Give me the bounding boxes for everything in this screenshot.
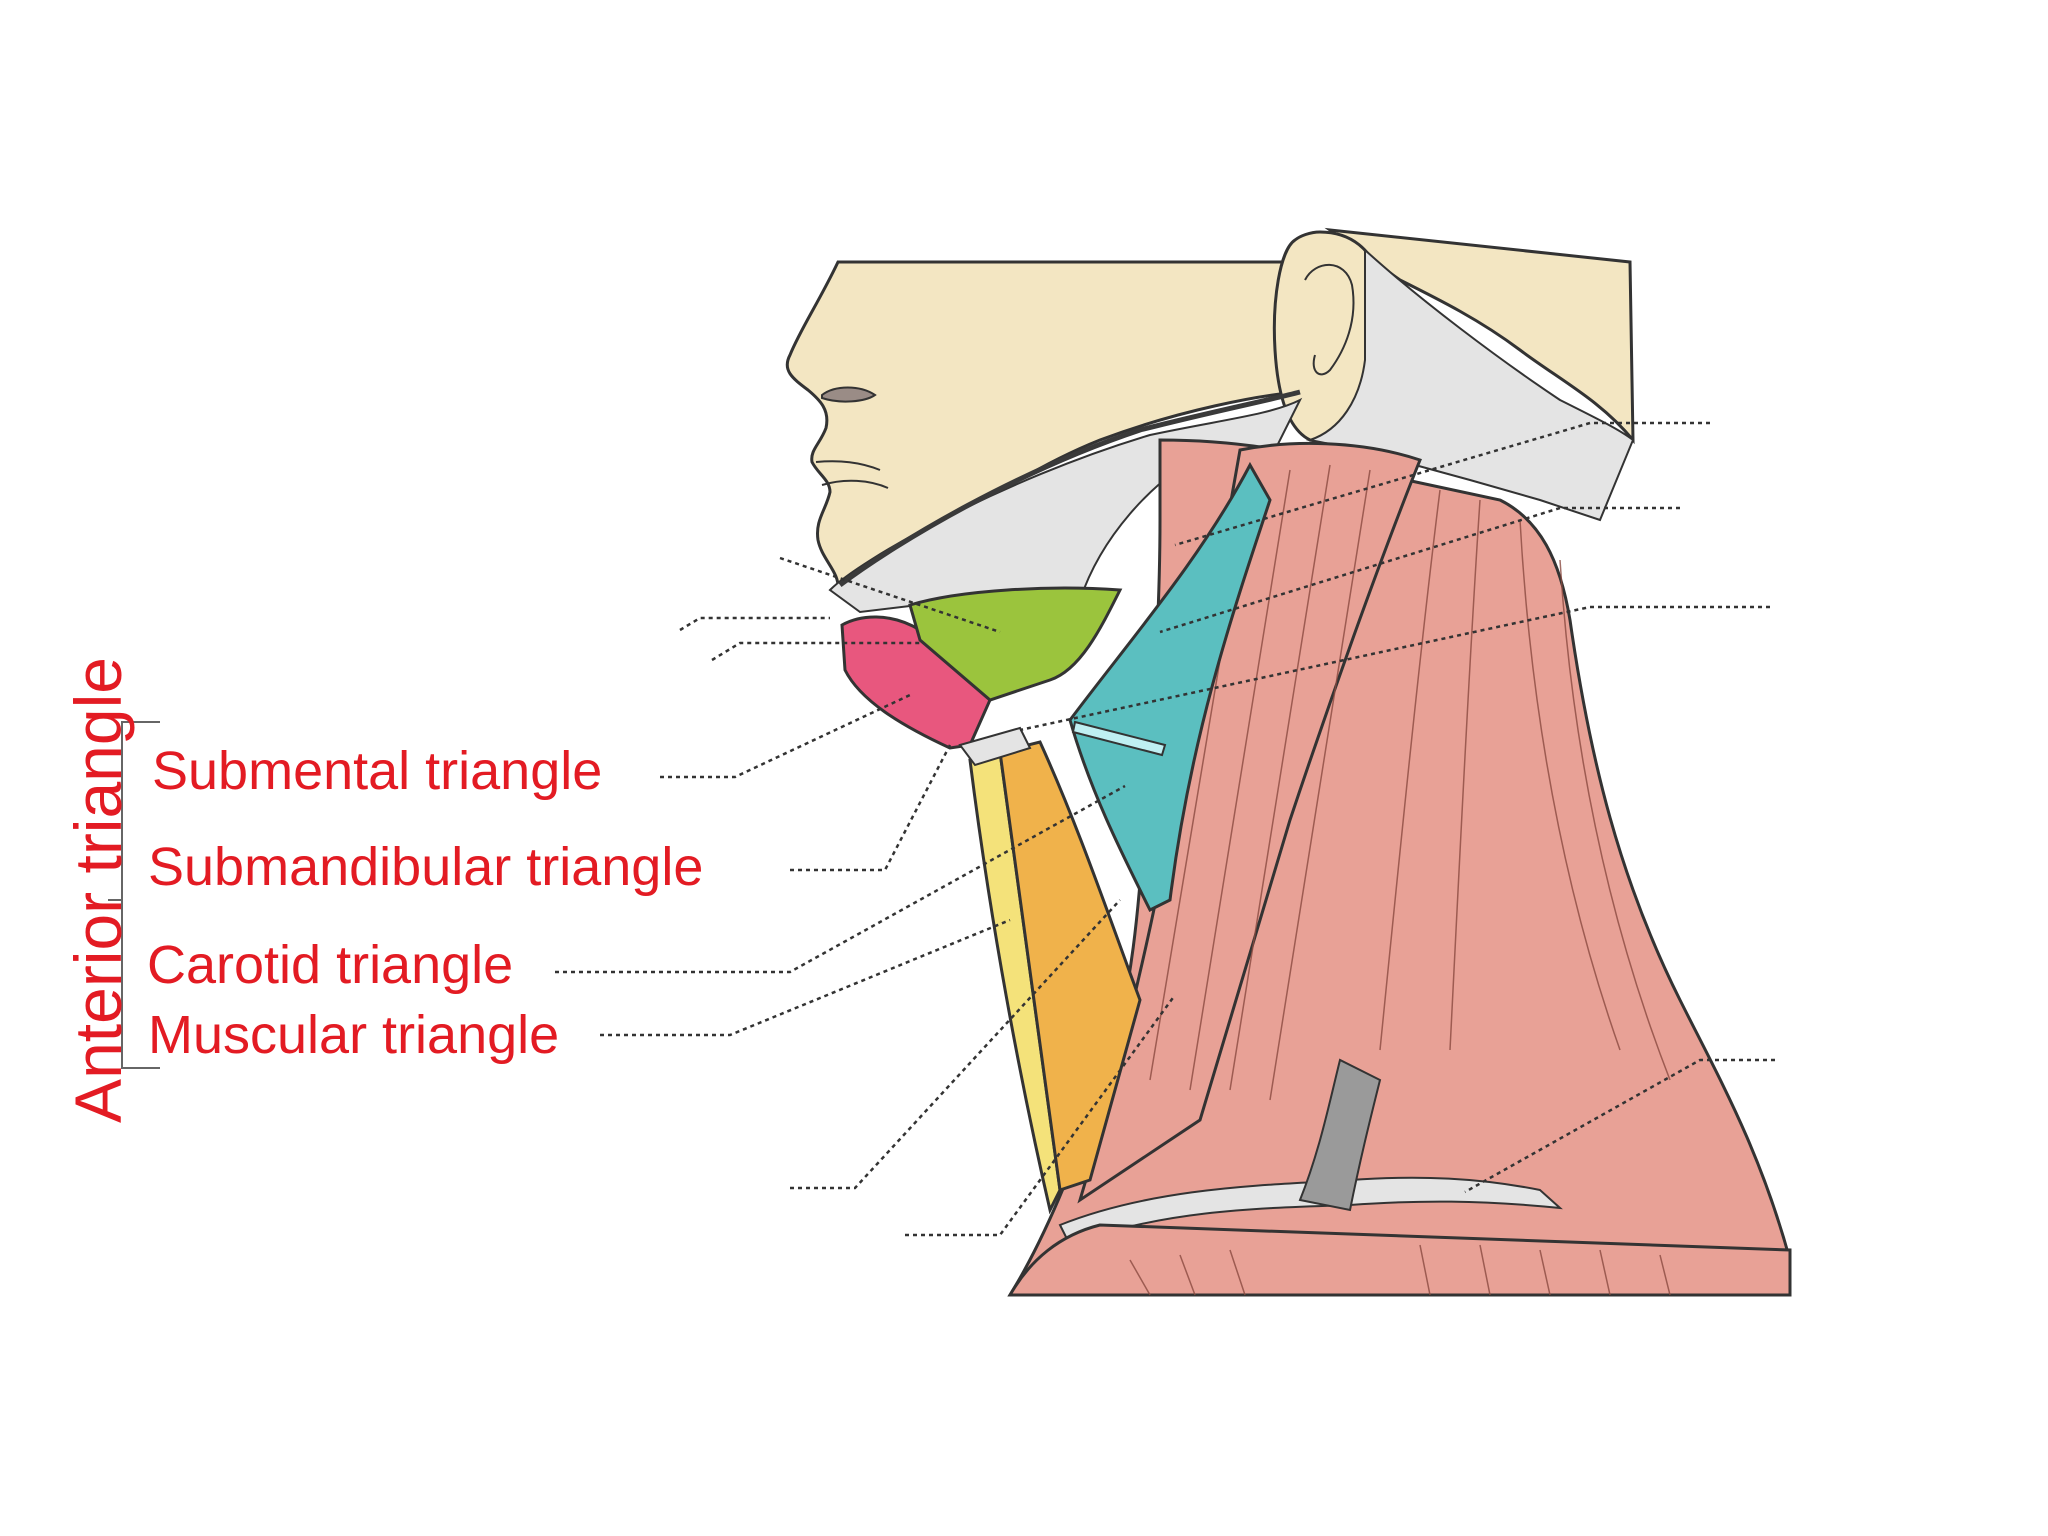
muscle-fibers: [1129, 464, 1671, 1296]
leader-muscular: [600, 918, 1011, 1037]
neck-muscles: [1007, 438, 1792, 1297]
hyoid-bone: [1071, 720, 1167, 757]
submandibular-triangle-label: Submandibular triangle: [148, 837, 704, 897]
nostril: [821, 386, 877, 403]
trapezius-lower: [1007, 1223, 1792, 1297]
submandibular-region: [908, 586, 1123, 702]
leader-right-1: [1174, 421, 1710, 547]
leader-submental: [660, 693, 911, 779]
scalp-skin: [1324, 227, 1635, 445]
muscular-orange-region: [998, 740, 1142, 1192]
leader-submandibular: [790, 744, 952, 872]
leader-lines: [555, 421, 1775, 1237]
muscular-triangle-label: Muscular triangle: [148, 1005, 560, 1065]
leader-left-3: [779, 556, 1001, 634]
leader-bottom-1: [790, 899, 1121, 1190]
leader-carotid: [555, 784, 1126, 974]
leader-right-3: [1019, 605, 1770, 732]
ear-inner: [1304, 263, 1355, 376]
face-skin: [785, 260, 1332, 608]
lips: [815, 460, 889, 489]
clavicle-band: [1058, 1176, 1563, 1247]
group-bracket: [108, 721, 160, 1069]
leader-right-2: [1159, 506, 1680, 634]
triangle-regions: [840, 461, 1272, 1215]
posterior-gap: [1298, 1058, 1382, 1212]
hyoid-cartilage: [958, 726, 1032, 767]
carotid-region: [1068, 461, 1272, 913]
leader-right-4: [1464, 1058, 1775, 1194]
mandible-edge: [838, 389, 1301, 588]
leader-left-2: [711, 641, 920, 662]
leader-left-1: [679, 616, 830, 632]
submental-triangle-label: Submental triangle: [152, 741, 603, 801]
carotid-triangle-label: Carotid triangle: [147, 935, 514, 995]
head-illustration: [785, 227, 1635, 608]
muscular-yellow-region: [968, 750, 1062, 1215]
submental-region: [840, 615, 992, 750]
anterior-triangle-label: Anterior triangle: [61, 657, 135, 1123]
